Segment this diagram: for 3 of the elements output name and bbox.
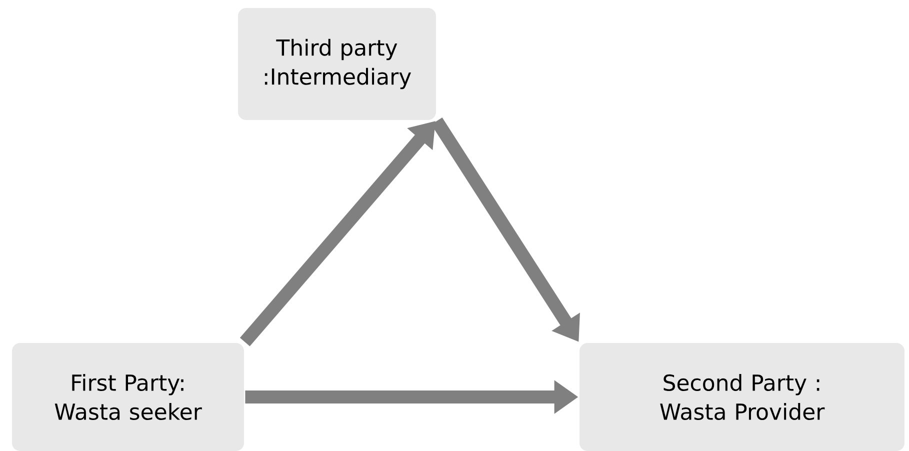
process-box: First Party: Wasta seeker xyxy=(12,343,244,451)
process-box: Second Party : Wasta Provider xyxy=(580,343,904,451)
process-box: Third party :Intermediary xyxy=(238,8,436,120)
